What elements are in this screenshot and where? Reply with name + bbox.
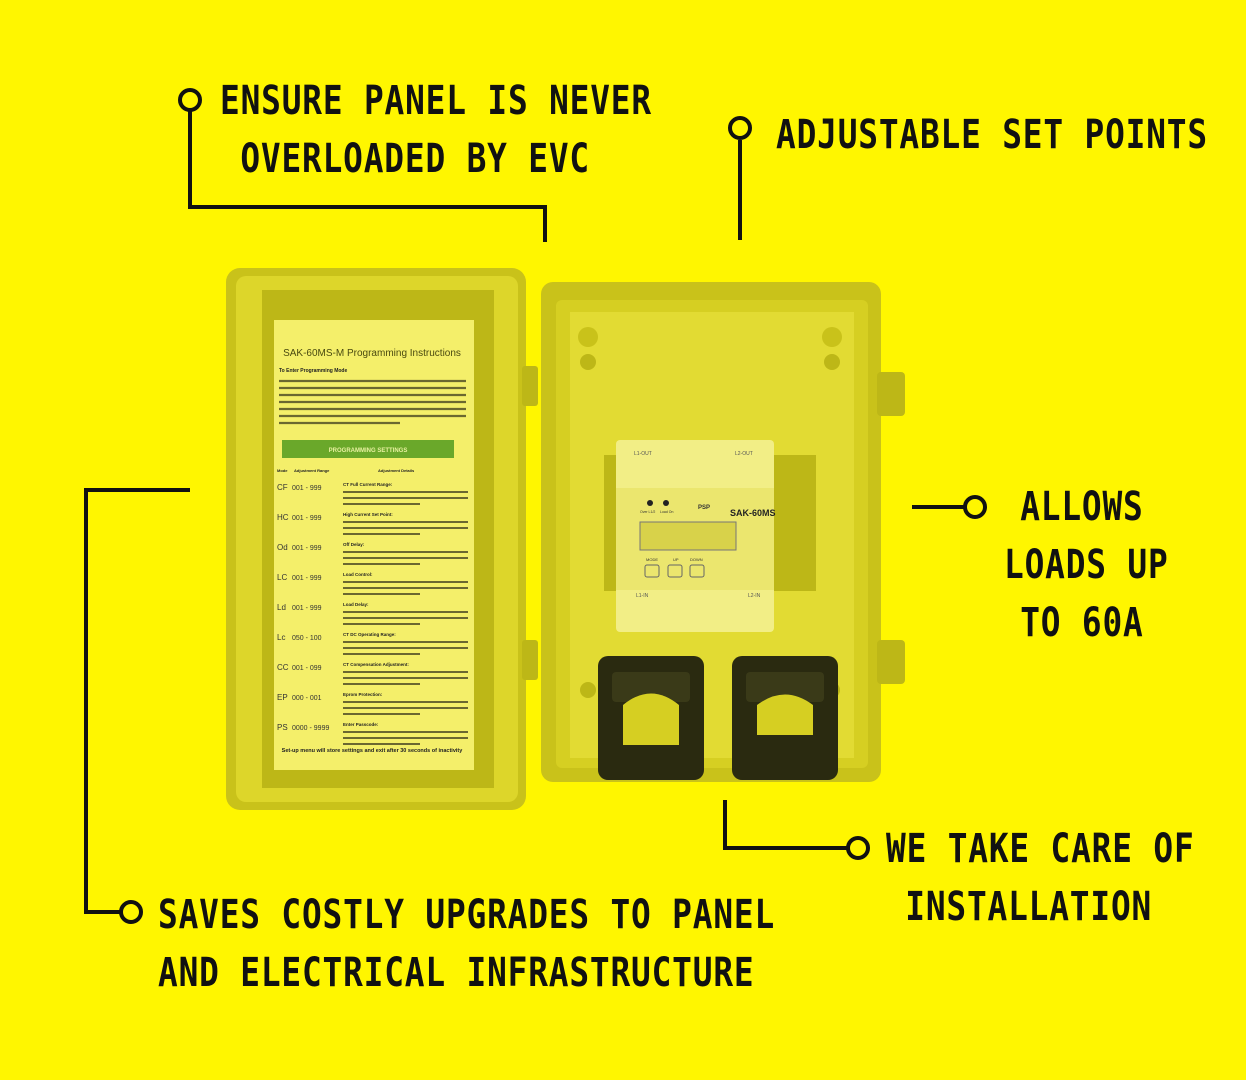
sheet-row-mode: Ld (277, 603, 286, 612)
callout-upgrades: SAVES COSTLY UPGRADES TO PANEL AND ELECT… (158, 886, 776, 1002)
line-installation (723, 800, 848, 850)
terminal-top-left: L1-OUT (634, 451, 652, 457)
callout-set-points: ADJUSTABLE SET POINTS (776, 106, 1208, 164)
sheet-row-title: CT Compensation Adjustment: (343, 662, 409, 667)
sheet-row-title: Enter Passcode: (343, 722, 379, 727)
sheet-row-mode: CF (277, 483, 288, 492)
led-icon (647, 500, 653, 506)
callout-line: ADJUSTABLE SET POINTS (776, 112, 1208, 158)
dot-panel-overload (178, 88, 202, 112)
sheet-intro-text (279, 379, 466, 425)
led-icon (663, 500, 669, 506)
sheet-banner-text: PROGRAMMING SETTINGS (329, 448, 408, 454)
sheet-row-mode: HC (277, 513, 289, 522)
led2-label: Load On (660, 510, 673, 514)
sheet-row-mode: PS (277, 723, 288, 732)
sheet-row-range: 001 - 999 (292, 485, 322, 492)
display-screen (639, 521, 737, 551)
callout-dots (119, 88, 987, 924)
callout-line: TO 60A (1020, 600, 1144, 646)
sheet-row-title: CT Full Current Range: (343, 482, 393, 487)
down-label: DOWN (690, 557, 703, 562)
dot-upgrades (119, 900, 143, 924)
terminal-bottom-left: L1-IN (636, 593, 649, 599)
sheet-row-title: Eprom Protection: (343, 692, 383, 697)
sheet-title: SAK-60MS-M Programming Instructions (283, 348, 461, 359)
dot-loads (963, 495, 987, 519)
down-button[interactable] (689, 564, 705, 578)
sheet-row-mode: LC (277, 573, 287, 582)
sheet-row-range: 000 - 001 (292, 695, 322, 702)
sheet-row-range: 001 - 099 (292, 665, 322, 672)
callout-line: SAVES COSTLY UPGRADES TO PANEL (158, 892, 776, 938)
sheet-col-range: Adjustment Range (294, 468, 330, 473)
terminal-top-right: L2-OUT (735, 451, 753, 457)
sheet-row-range: 001 - 999 (292, 515, 322, 522)
callout-loads: ALLOWS LOADS UP TO 60A (1004, 478, 1169, 652)
terminal-bottom-right: L2-IN (748, 593, 761, 599)
sheet-col-details: Adjustment Details (378, 468, 415, 473)
sheet-row-title: CT DC Operating Range: (343, 632, 396, 637)
sheet-intro-heading: To Enter Programming Mode (279, 368, 347, 374)
sheet-row-title: Load Control: (343, 572, 373, 577)
sheet-row-range: 001 - 999 (292, 575, 322, 582)
up-label: UP (673, 557, 679, 562)
enclosure-body: L1-OUT L2-OUT Over L1/2 Load On PSP SAK-… (541, 282, 905, 782)
sheet-row-title: Load Delay: (343, 602, 369, 607)
line-upgrades (84, 488, 190, 914)
callout-line: LOADS UP (1004, 542, 1169, 588)
sheet-row-mode: EP (277, 693, 288, 702)
sheet-row-range: 0000 - 9999 (292, 725, 329, 732)
callout-installation: WE TAKE CARE OF INSTALLATION (886, 820, 1195, 936)
dot-installation (846, 836, 870, 860)
sheet-col-mode: Mode (277, 468, 288, 473)
device-model: SAK-60MS (730, 508, 776, 518)
line-panel-overload (188, 100, 547, 242)
callout-line: ALLOWS (1020, 484, 1144, 530)
sheet-row-mode: CC (277, 663, 289, 672)
callout-line: INSTALLATION (905, 884, 1153, 930)
current-transformer-left (598, 656, 704, 780)
led1-label: Over L1/2 (640, 510, 655, 514)
sheet-banner (282, 440, 454, 458)
current-transformer-right (732, 656, 838, 780)
sheet-row-range: 001 - 999 (292, 605, 322, 612)
sheet-row-title: High Current Set Point: (343, 512, 393, 517)
sheet-row-title: Off Delay: (343, 542, 365, 547)
sheet-row-range: 001 - 999 (292, 545, 322, 552)
sheet-row-range: 050 - 100 (292, 635, 322, 642)
sheet-row-mode: Od (277, 543, 288, 552)
sheet-footer: Set-up menu will store settings and exit… (282, 748, 464, 754)
callout-line: AND ELECTRICAL INFRASTRUCTURE (158, 950, 755, 996)
sheet-row-mode: Lc (277, 633, 285, 642)
callout-lines (84, 100, 965, 914)
dot-set-points (728, 116, 752, 140)
enclosure-lid: SAK-60MS-M Programming Instructions To E… (226, 268, 538, 810)
callout-line: OVERLOADED BY EVC (240, 136, 590, 182)
up-button[interactable] (667, 564, 683, 578)
callout-panel-overload: ENSURE PANEL IS NEVER OVERLOADED BY EVC (220, 72, 652, 188)
callout-line: WE TAKE CARE OF (886, 826, 1195, 872)
mode-label: MODE (646, 557, 658, 562)
callout-line: ENSURE PANEL IS NEVER (220, 78, 652, 124)
mode-button[interactable] (644, 564, 660, 578)
device-brand: PSP (698, 505, 710, 511)
